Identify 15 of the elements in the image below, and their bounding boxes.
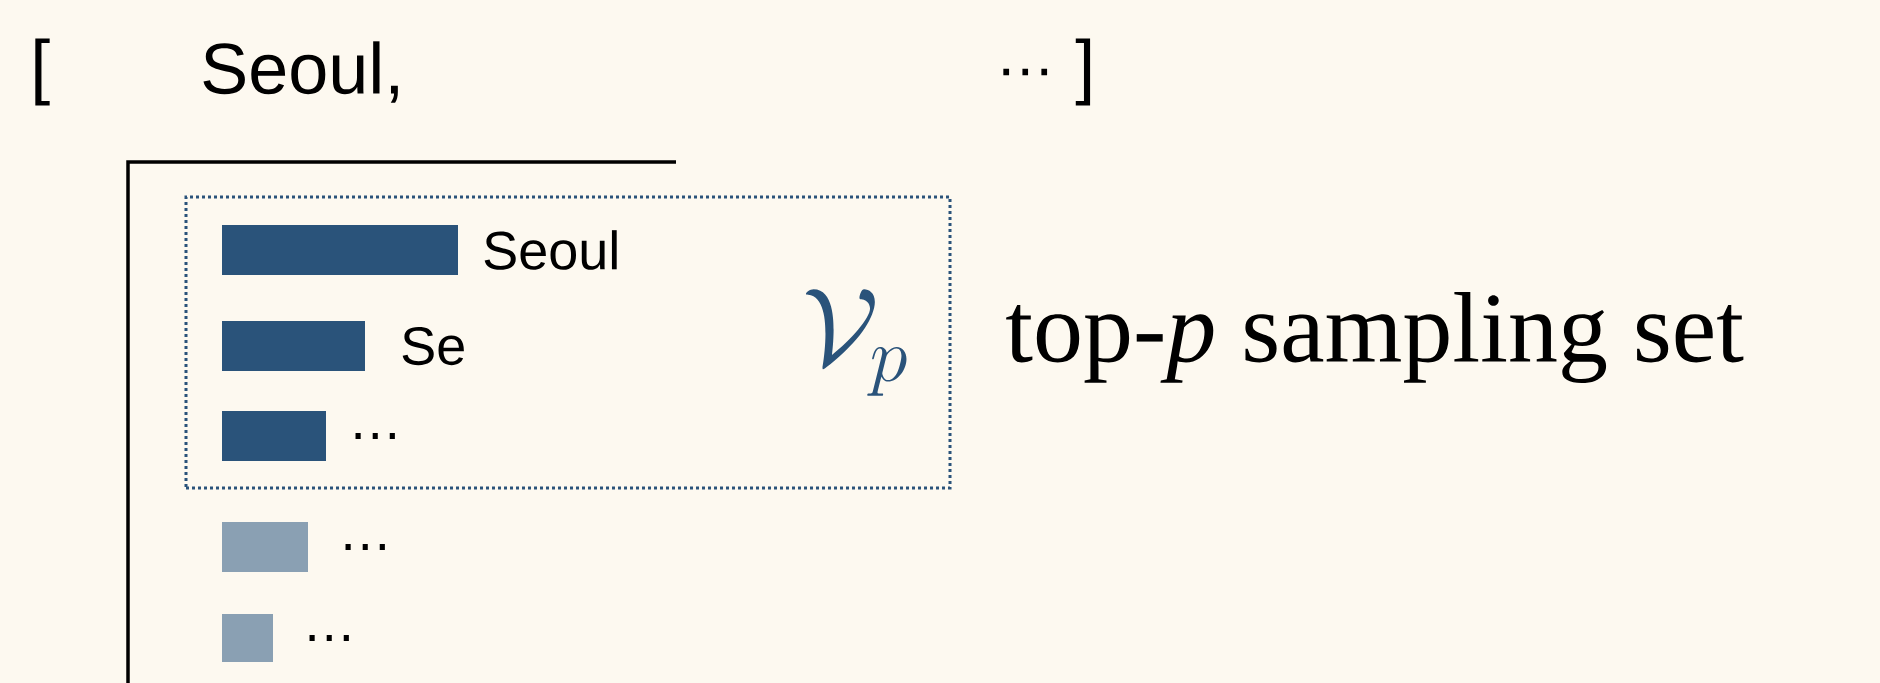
label-text: ]: [1075, 38, 1091, 106]
caption-text: top-p sampling set: [1006, 292, 1744, 383]
bar: [222, 225, 458, 275]
bar-label: …: [309, 635, 349, 641]
bar-label: Se: [402, 326, 464, 366]
bar: [222, 411, 326, 461]
bar-label: …: [345, 544, 385, 550]
label-text: Seoul,: [203, 41, 398, 103]
label-text: [: [35, 38, 50, 106]
bar: [222, 321, 365, 371]
label-text: …: [1003, 68, 1048, 76]
bar-label: Seoul: [484, 230, 617, 270]
bar: [222, 614, 273, 662]
bar-label: …: [355, 433, 395, 439]
bar: [222, 522, 308, 572]
